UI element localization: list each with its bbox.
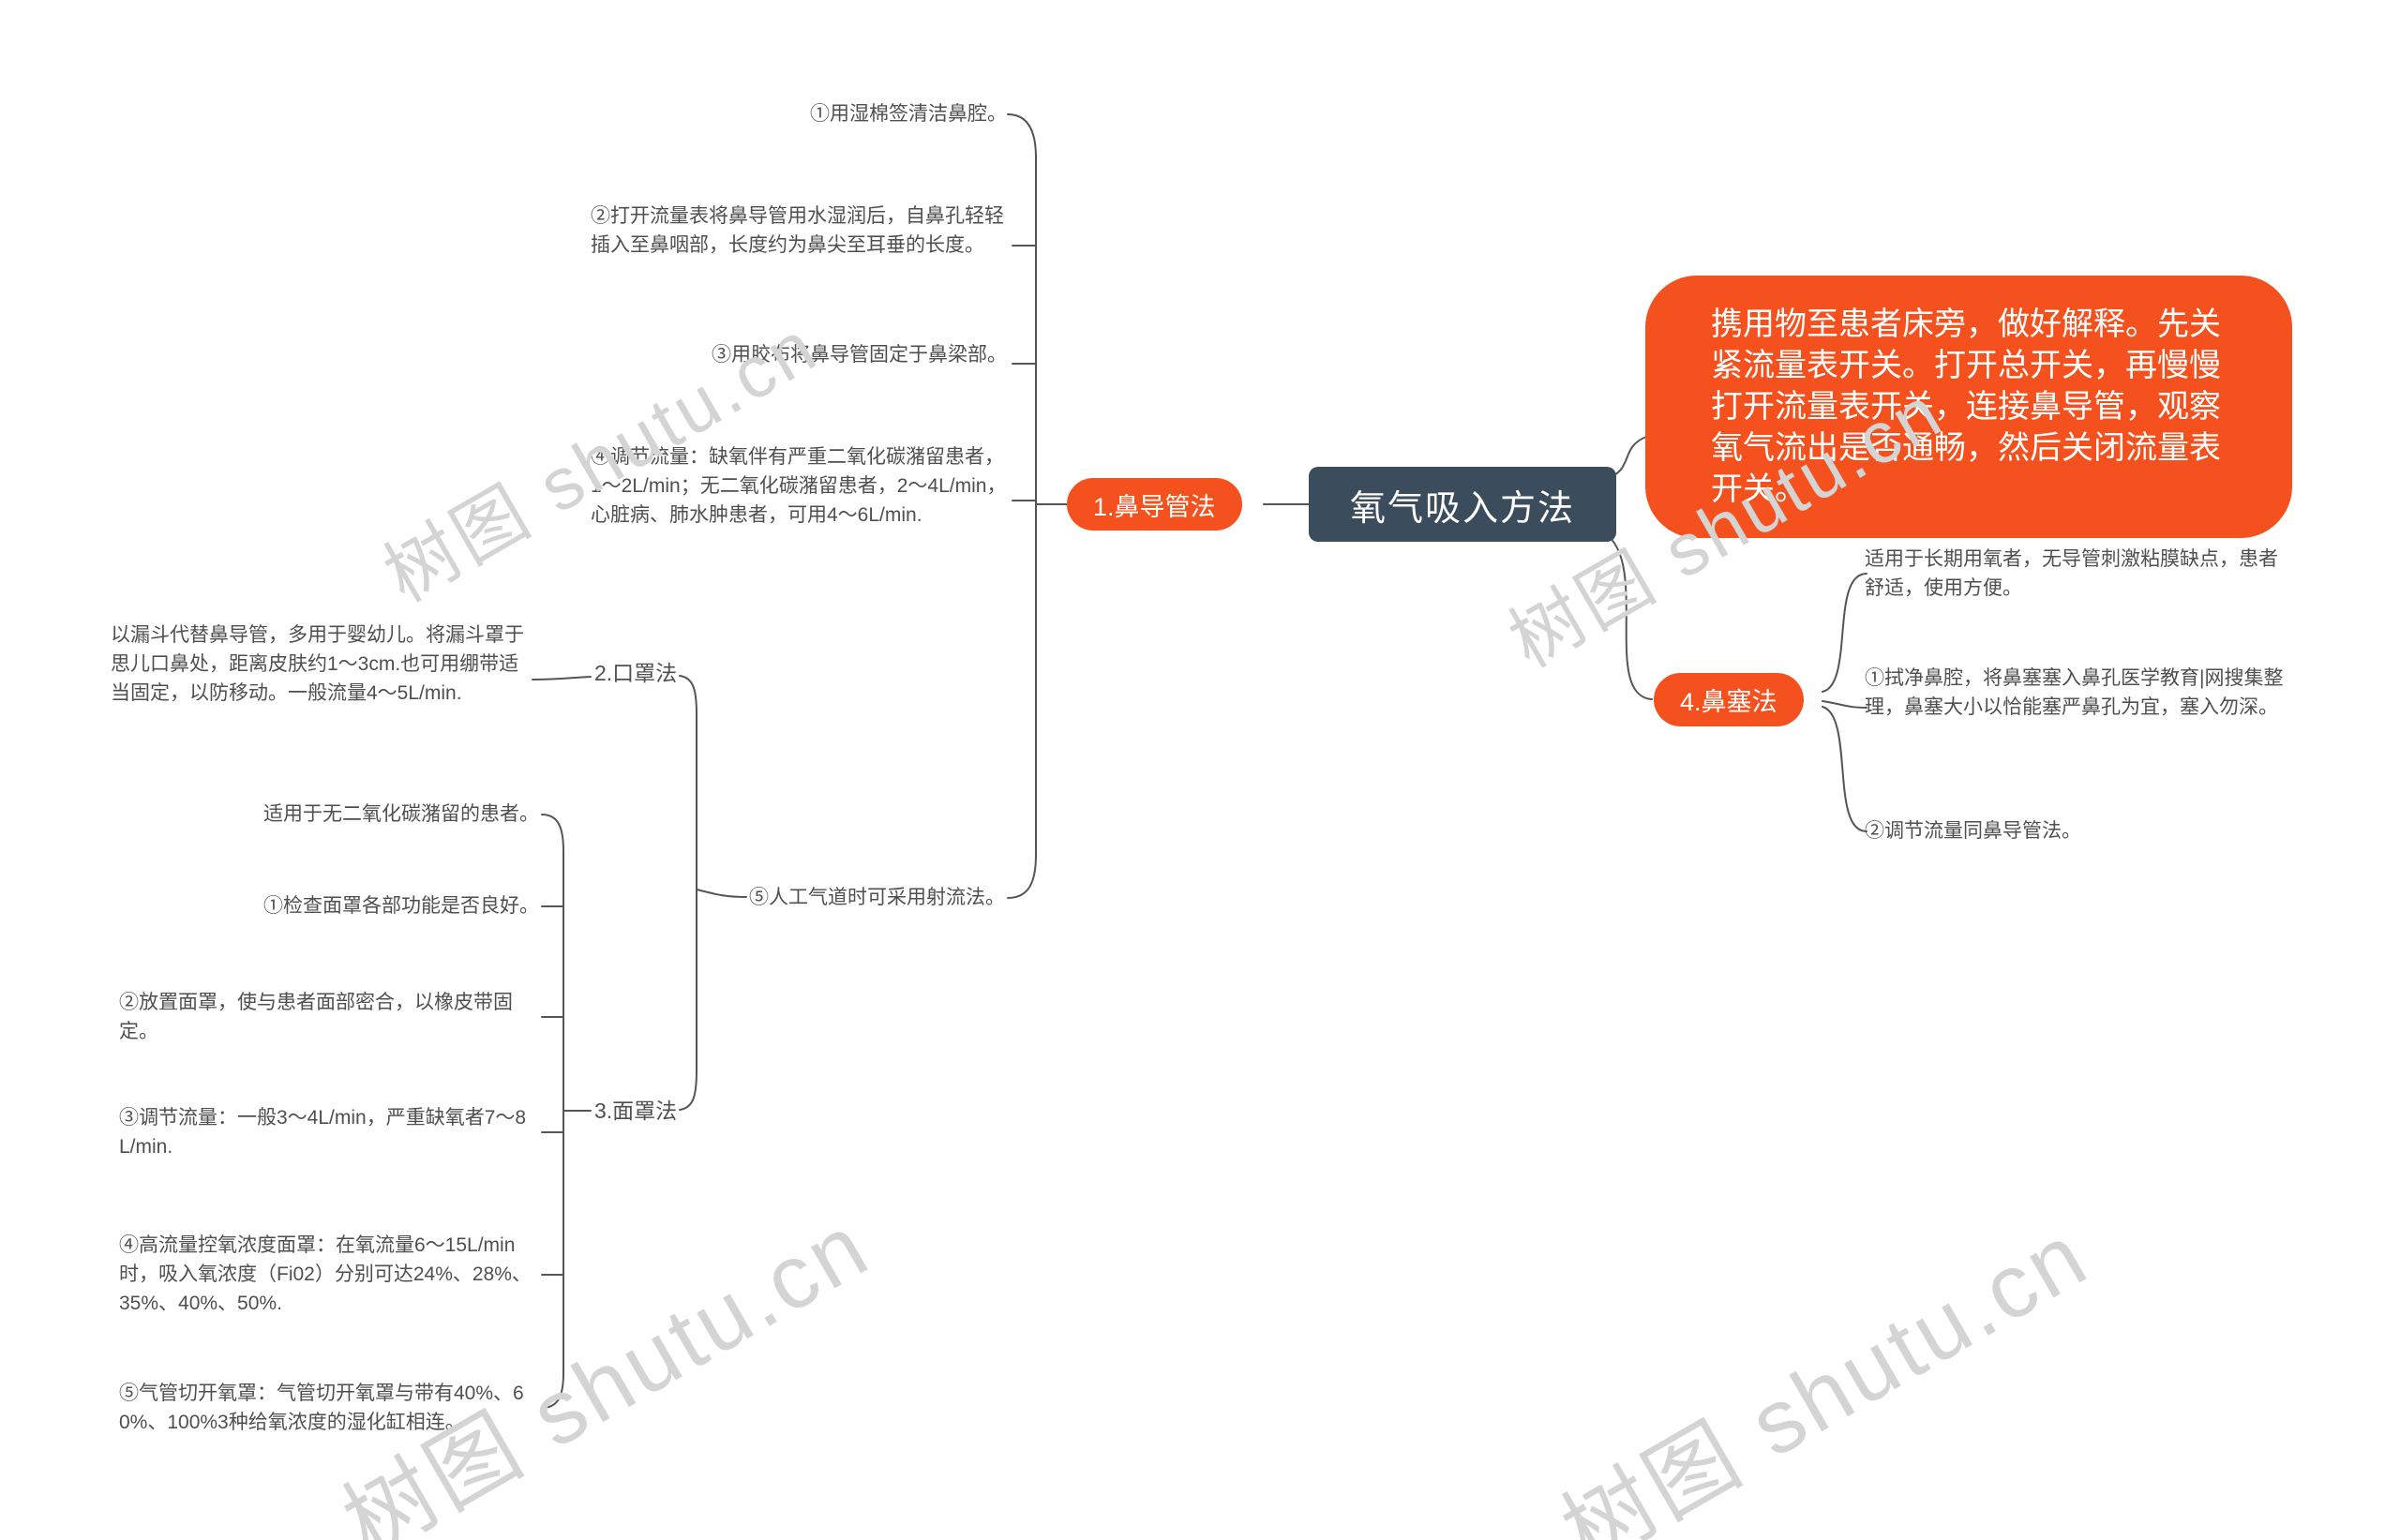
face-mask-step-0[interactable]: 适用于无二氧化碳潴留的患者。 [263, 803, 539, 825]
face-mask-step-4[interactable]: ④高流量控氧浓度面罩：在氧流量6～15L/min时，吸入氧浓度（Fi02）分别可… [119, 1234, 532, 1314]
nasal-plug-step-0[interactable]: 适用于长期用氧者，无导管刺激粘膜缺点，患者舒适，使用方便。 [1865, 548, 2278, 599]
face-mask-step-5[interactable]: ⑤气管切开氧罩：气管切开氧罩与带有40%、60%、100%3种给氧浓度的湿化缸相… [119, 1383, 524, 1433]
nasal-catheter-step-4[interactable]: ④调节流量：缺氧伴有严重二氧化碳潴留患者，1～2L/min；无二氧化碳潴留患者，… [591, 446, 1007, 526]
mouth-mask-note[interactable]: 以漏斗代替鼻导管，多用于婴幼儿。将漏斗罩于思儿口鼻处，距离皮肤约1～3cm.也可… [111, 624, 524, 704]
branch-node-face-mask[interactable]: 3.面罩法 [594, 1099, 678, 1123]
nasal-catheter-step-2[interactable]: ②打开流量表将鼻导管用水湿润后，自鼻孔轻轻插入至鼻咽部，长度约为鼻尖至耳垂的长度… [591, 205, 1004, 256]
nasal-plug-step-1[interactable]: ①拭净鼻腔，将鼻塞塞入鼻孔医学教育|网搜集整理，鼻塞大小以恰能塞严鼻孔为宜，塞入… [1865, 667, 2284, 718]
nasal-catheter-step-1[interactable]: ①用湿棉签清洁鼻腔。 [810, 103, 1007, 125]
root-node[interactable]: 氧气吸入方法 [1309, 467, 1617, 542]
face-mask-step-2[interactable]: ②放置面罩，使与患者面部密合，以橡皮带固定。 [119, 992, 513, 1042]
nasal-plug-step-2[interactable]: ②调节流量同鼻导管法。 [1865, 820, 2081, 842]
connectors [532, 113, 1868, 1409]
preparation-note-node[interactable]: 携用物至患者床旁，做好解释。先关紧流量表开关。打开总开关，再慢慢打开流量表开关，… [1645, 276, 2292, 538]
branch-node-mouth-mask[interactable]: 2.口罩法 [594, 661, 678, 685]
nasal-catheter-step-3[interactable]: ③用胶布将鼻导管固定于鼻梁部。 [712, 344, 1007, 366]
nasal-catheter-step-5[interactable]: ⑤人工气道时可采用射流法。 [749, 887, 1005, 908]
face-mask-step-3[interactable]: ③调节流量：一般3～4L/min，严重缺氧者7～8L/min. [119, 1107, 527, 1158]
face-mask-step-1[interactable]: ①检查面罩各部功能是否良好。 [263, 895, 539, 917]
branch-node-nasal-plug[interactable]: 4.鼻塞法 [1654, 673, 1804, 726]
branch-node-nasal-catheter[interactable]: 1.鼻导管法 [1067, 478, 1242, 531]
